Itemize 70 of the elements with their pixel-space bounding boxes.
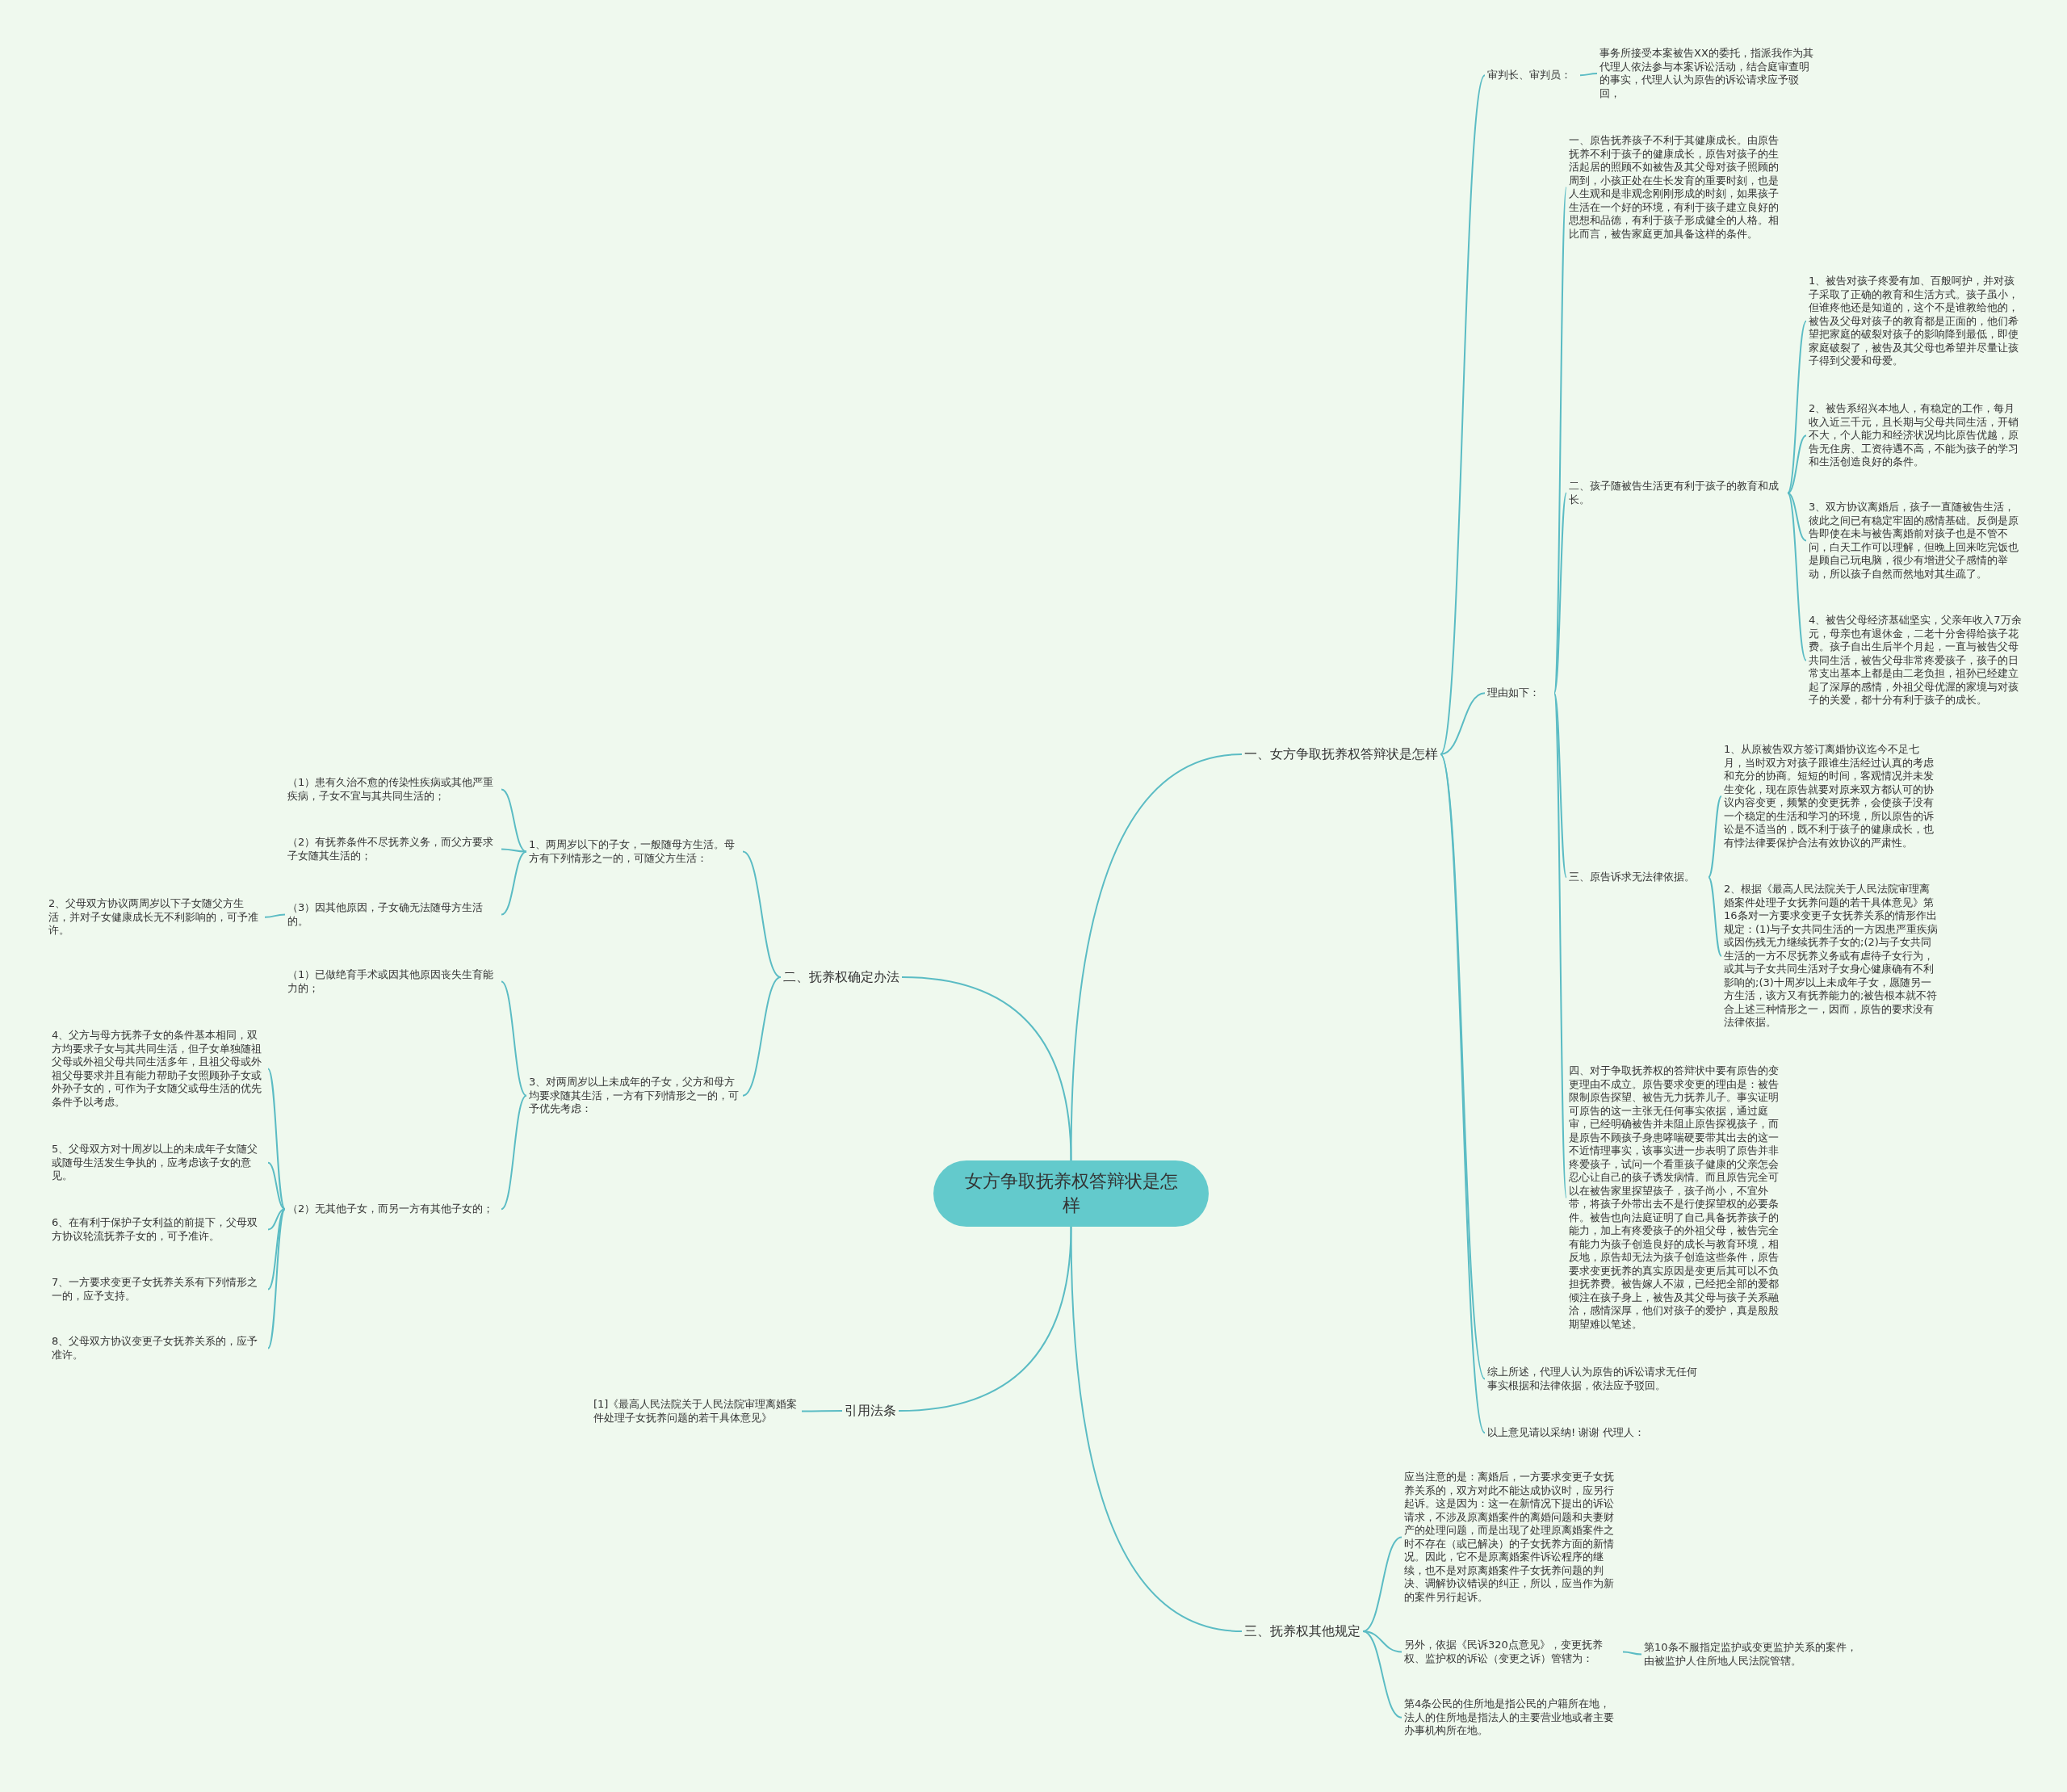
topic-text: 三、原告诉求无法律依据。: [1569, 871, 1706, 884]
connector-line: [1787, 492, 1807, 542]
topic-text: 1、从原被告双方签订离婚协议迄今不足七月，当时双方对孩子跟谁生活经过认真的考虑和充分的协商。短短的时间，客观情况并未发生变化，现在原告就要对原来双方都认可的协议内容变更，频繁的变更抚养，会使孩子没有一个稳定的生活和学习的环境，所以原告的诉讼是不适当的，既不利于孩子的健康成长，也有悖法律要保护合法有效协议的严肃性。: [1724, 743, 1940, 850]
branch-topic: 一、女方争取抚养权答辩状是怎样: [1244, 745, 1438, 764]
topic-text: 2、被告系绍兴本地人，有稳定的工作，每月收入近三千元，且长期与父母共同生活，开销不大，个人能力和经济状况均比原告优越，原告无住房、工资待遇不高，不能为孩子的学习和生活创造良好的条件。: [1809, 402, 2025, 469]
connector-line: [1787, 434, 1807, 494]
topic-text: 6、在有利于保护子女利益的前提下，父母双方协议轮流抚养子女的，可予准许。: [52, 1216, 266, 1243]
topic-text: 2、父母双方协议两周岁以下子女随父方生活，并对子女健康成长无不利影响的，可予准许。: [48, 897, 262, 938]
connector-line: [1553, 692, 1567, 879]
topic-text: 一、原告抚养孩子不利于其健康成长。由原告抚养不利于孩子的健康成长，原告对孩子的生活起居的照顾不如被告及其父母对孩子照顾的周到，小孩正处在生长发育的重要时刻，也是人生观和是非观念刚刚形成的时刻，如果孩子生活在一个好的环境，有利于孩子建立良好的思想和品德，有利于孩子形成健全的人格。相比而言，被告家庭更加具备这样的条件。: [1569, 134, 1785, 241]
topic-text: 2、根据《最高人民法院关于人民法院审理离婚案件处理子女抚养问题的若干具体意见》第16条对一方要求变更子女抚养关系的情形作出规定：(1)与子女共同生活的一方因患严重疾病或因伤残无力继续抚养子女的;(2)与子女共同生活的一方不尽抚养义务或有虐待子女行为，或其与子女共同生活对子女身心健康确有不利影响的;(3)十周岁以上未成年子女，愿随另一方生活，该方又有抚养能力的;被告根本就不符合上述三种情形之一，因而，原告的要求没有法律依据。: [1724, 883, 1940, 1030]
connector-line: [1440, 74, 1486, 755]
connector-line: [1787, 492, 1807, 661]
topic-text: （1）已做绝育手术或因其他原因丧失生育能力的；: [287, 968, 499, 995]
topic-text: 理由如下：: [1487, 686, 1552, 700]
connector-line: [264, 913, 286, 918]
connector-line: [742, 850, 782, 978]
topic-text: 3、对两周岁以上未成年的子女，父方和母方均要求随其生活，一方有下列情形之一的，可予优先考虑：: [529, 1076, 740, 1116]
topic-text: 事务所接受本案被告XX的委托，指派我作为其代理人依法参与本案诉讼活动，结合庭审查明的事实，代理人认为原告的诉讼请求应予驳回，: [1600, 47, 1816, 100]
connector-line: [1362, 1630, 1402, 1719]
topic-text: 综上所述，代理人认为原告的诉讼请求无任何事实根据和法律依据，依法应予驳回。: [1487, 1366, 1704, 1392]
topic-text: 二、孩子随被告生活更有利于孩子的教育和成长。: [1569, 480, 1785, 506]
topic-text: 7、一方要求变更子女抚养关系有下列情形之一的，应予支持。: [52, 1276, 266, 1303]
topic-text: 四、对于争取抚养权的答辩状中要有原告的变更理由不成立。原告要求变更的理由是：被告限制原告探望、被告无力抚养儿子。事实证明可原告的这一主张无任何事实依据，通过庭审，已经明确被告并未阻止原告探视孩子，而是原告不顾孩子身患哮喘硬要带其出去的这一不近情理事实，该事实进一步表明了原告并非疼爱孩子，试问一个看重孩子健康的父亲怎会忍心让自己的孩子诱发病情。而且原告完全可以在被告家里探望孩子，孩子尚小，不宜外带，将孩子外带出去不是行使探望权的必要条件。被告也向法庭证明了自己具备抚养孩子的能力，加上有疼爱孩子的外祖父母，被告完全有能力为孩子创造良好的成长与教育环境，相反地，原告却无法为孩子创造这些条件，原告要求变更抚养的真实原因是变更后其可以不负担抚养费。被告嫁人不淑，已经把全部的爱都倾注在孩子身上，被告及其父母与孩子关系融洽，感情深厚，他们对孩子的爱护，真是殷殷期望难以笔述。: [1569, 1064, 1785, 1331]
topic-text: （1）患有久治不愈的传染性疾病或其他严重疾病，子女不宜与其共同生活的；: [287, 776, 499, 803]
connector-line: [267, 1208, 286, 1231]
topic-text: 另外，依据《民诉320点意见》，变更抚养权、监护权的诉讼（变更之诉）管辖为：: [1404, 1639, 1620, 1665]
topic-text: （3）因其他原因，子女确无法随母方生活的。: [287, 901, 499, 928]
connector-line: [1708, 876, 1722, 957]
connector-line: [501, 1094, 527, 1211]
topic-text: （2）无其他子女，而另一方有其他子女的；: [287, 1202, 499, 1216]
connector-line: [901, 976, 1072, 1161]
connector-line: [267, 1161, 286, 1211]
connector-line: [1787, 320, 1807, 494]
connector-line: [742, 976, 782, 1097]
connector-line: [267, 1068, 286, 1211]
connector-line: [501, 980, 527, 1097]
topic-text: 4、父方与母方抚养子女的条件基本相同，双方均要求子女与其共同生活，但子女单独随祖父母或外祖父母共同生活多年，且祖父母或外祖父母要求并且有能力帮助子女照顾孙子女或外孙子女的，可作为子女随父或母生活的优先条件予以考虑。: [52, 1029, 266, 1109]
connector-line: [501, 788, 527, 853]
central-topic: 女方争取抚养权答辩状是怎样: [933, 1160, 1209, 1227]
topic-text: 5、父母双方对十周岁以上的未成年子女随父或随母生活发生争执的，应考虑该子女的意见。: [52, 1143, 266, 1183]
topic-text: 以上意见请以采纳! 谢谢 代理人：: [1487, 1426, 1697, 1440]
connector-line: [1708, 795, 1722, 879]
connector-line: [1579, 73, 1598, 77]
connector-line: [1070, 1226, 1243, 1632]
topic-text: 3、双方协议离婚后，孩子一直随被告生活，彼此之间已有稳定牢固的感情基础。反倒是原告即使在未与被告离婚前对孩子也是不管不问，白天工作可以理解，但晚上回来吃完饭也是顾自己玩电脑，很少有增进父子感情的举动，所以孩子自然而然地对其生疏了。: [1809, 501, 2025, 581]
connector-line: [1362, 1536, 1402, 1632]
topic-text: 应当注意的是：离婚后，一方要求变更子女抚养关系的，双方对此不能达成协议时，应另行起诉。这是因为：这一在新情况下提出的诉讼请求，不涉及原离婚案件的离婚问题和夫妻财产的处理问题，而是出现了处理原离婚案件之时不存在（或已解决）的子女抚养方面的新情况。因此，它不是原离婚案件诉讼程序的继续，也不是对原离婚案件子女抚养问题的判决、调解协议错误的纠正，所以，应当作为新的案件另行起诉。: [1404, 1471, 1620, 1604]
topic-text: 第4条公民的住所地是指公民的户籍所在地，法人的住所地是指法人的主要营业地或者主要办事机构所在地。: [1404, 1698, 1620, 1738]
topic-text: 审判长、审判员：: [1487, 69, 1578, 82]
connector-line: [898, 1226, 1072, 1412]
topic-text: 8、父母双方协议变更子女抚养关系的，应予准许。: [52, 1335, 266, 1362]
connector-line: [267, 1208, 286, 1349]
branch-topic: 三、抚养权其他规定: [1244, 1622, 1361, 1641]
topic-text: （2）有抚养条件不尽抚养义务，而父方要求子女随其生活的；: [287, 836, 499, 862]
connector-line: [1622, 1651, 1642, 1656]
connector-line: [267, 1208, 286, 1290]
topic-text: 第10条不服指定监护或变更监护关系的案件，由被监护人住所地人民法院管辖。: [1644, 1641, 1860, 1668]
topic-text: [1]《最高人民法院关于人民法院审理离婚案件处理子女抚养问题的若干具体意见》: [593, 1398, 799, 1425]
branch-topic: 二、抚养权确定办法: [783, 967, 899, 987]
connector-line: [1440, 692, 1486, 755]
topic-text: 1、被告对孩子疼爱有加、百般呵护，并对孩子采取了正确的教育和生活方式。孩子虽小，但谁疼他还是知道的，这个不是谁教给他的，被告及父母对孩子的教育都是正面的，他们希望把家庭的破裂对孩子的影响降到最低，即使家庭破裂了，被告及其父母也希望并尽量让孩子得到父爱和母爱。: [1809, 275, 2025, 368]
branch-topic: 引用法条: [845, 1401, 896, 1421]
topic-text: 4、被告父母经济基础坚实，父亲年收入7万余元，母亲也有退休金，二老十分舍得给孩子花费。孩子自出生后半个月起，一直与被告父母共同生活，被告父母非常疼爱孩子，孩子的日常支出基本上都是由二老负担，祖孙已经建立起了深厚的感情，外祖父母优渥的家境与对孩子的关爱，都十分有利于孩子的成长。: [1809, 614, 2025, 707]
connector-line: [501, 850, 527, 916]
connector-line: [1553, 492, 1567, 695]
topic-text: 1、两周岁以下的子女，一般随母方生活。母方有下列情形之一的，可随父方生活：: [529, 838, 740, 865]
connector-line: [801, 1410, 843, 1412]
connector-line: [1553, 692, 1567, 1198]
connector-line: [501, 848, 527, 853]
